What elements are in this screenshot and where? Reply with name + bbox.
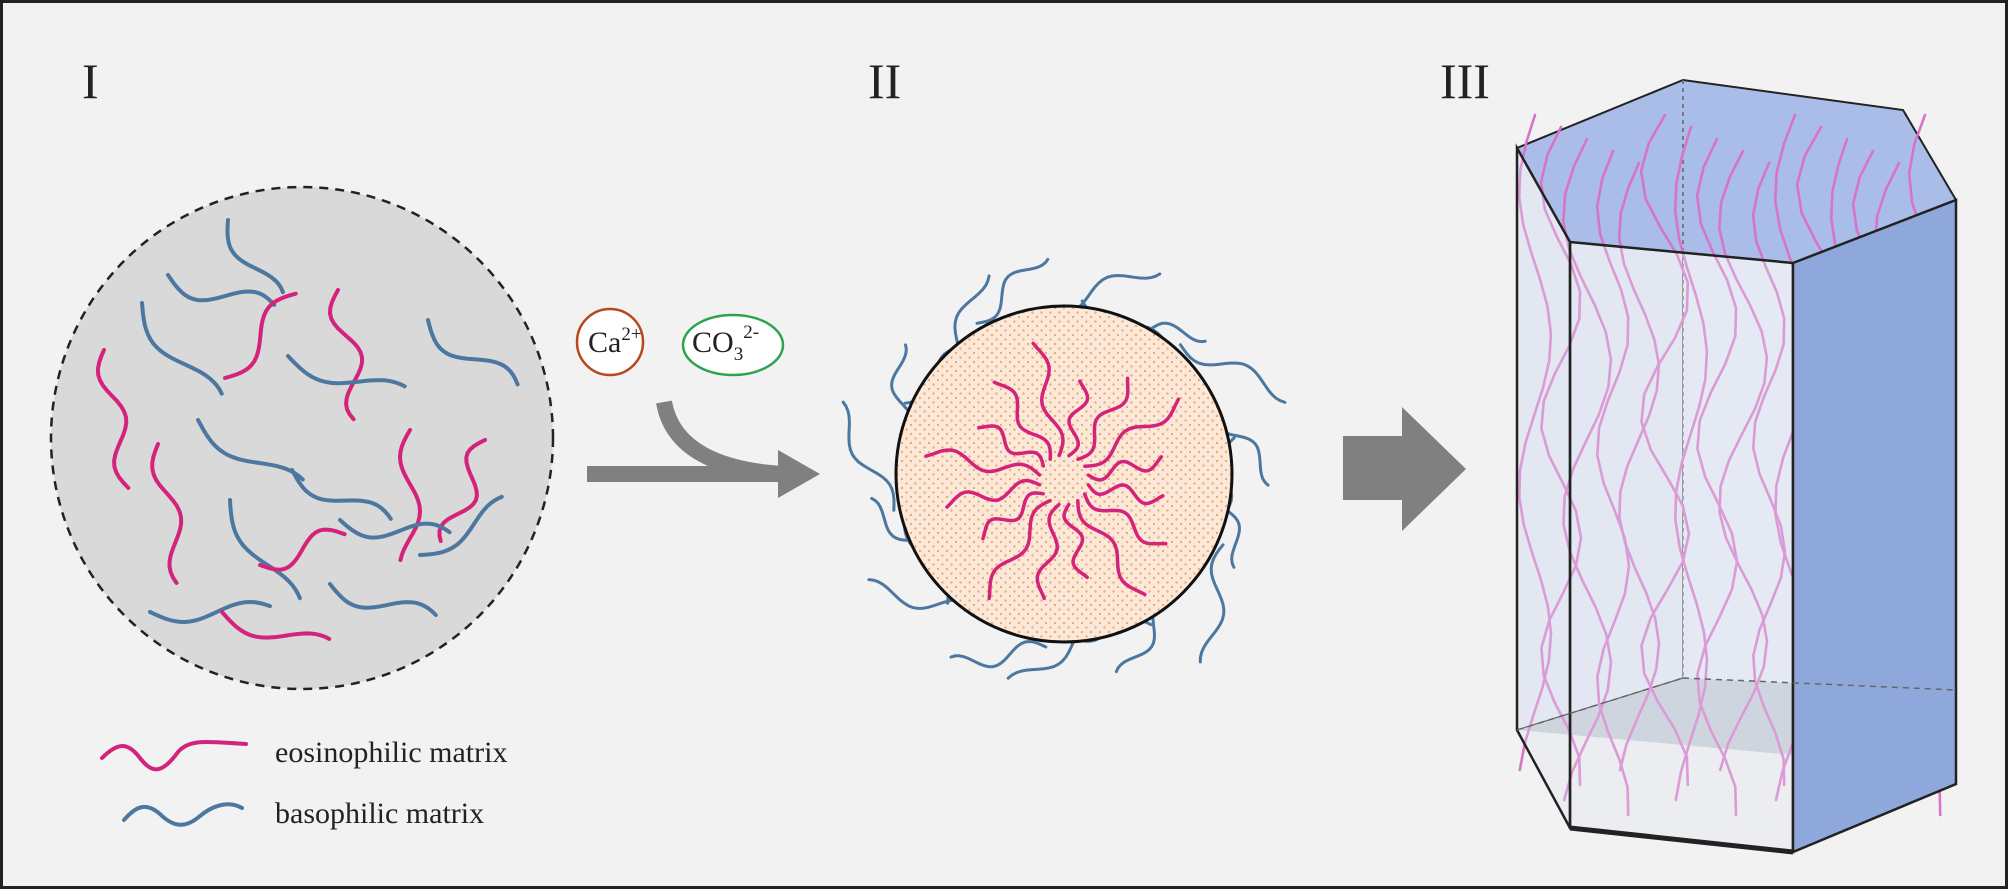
basophilic-fiber xyxy=(426,318,520,387)
crystal-fiber xyxy=(1751,161,1787,787)
stage-label-1: I xyxy=(82,53,99,109)
eosinophilic-fiber xyxy=(924,448,1042,477)
calcium-ion-label: Ca2+ xyxy=(588,324,642,359)
arrow-head xyxy=(778,450,820,498)
crystal-floor-edge xyxy=(1516,677,1684,731)
eosinophilic-fiber xyxy=(1083,397,1181,468)
stage-2-granule xyxy=(841,257,1287,680)
basophilic-fiber xyxy=(1198,543,1226,664)
eosinophilic-fiber xyxy=(987,498,1052,601)
eosinophilic-fiber xyxy=(258,527,347,572)
crystal-fiber xyxy=(1673,125,1709,802)
crystal-fiber xyxy=(1595,149,1631,817)
legend-eosinophilic-swatch xyxy=(100,739,248,772)
crystal-base-edge xyxy=(1569,825,1794,855)
stage-1-matrix-pool xyxy=(49,185,555,691)
eosinophilic-fiber xyxy=(95,348,131,490)
basophilic-fiber xyxy=(228,498,302,601)
basophilic-fiber xyxy=(286,354,407,389)
eosinophilic-fiber xyxy=(1082,492,1168,546)
legend-basophilic-swatch xyxy=(122,802,244,827)
arrow-curve-in xyxy=(656,400,783,482)
crystal-fiber xyxy=(1695,137,1739,817)
basophilic-fiber xyxy=(148,599,272,625)
eosinophilic-fiber xyxy=(1076,376,1130,462)
crystal-fiber xyxy=(1717,149,1769,772)
eosinophilic-fiber xyxy=(1086,455,1164,482)
basophilic-fiber xyxy=(975,257,1050,325)
legend-eosinophilic-label: eosinophilic matrix xyxy=(275,736,507,769)
eosinophilic-fiber xyxy=(150,442,184,585)
legend: eosinophilic matrix basophilic matrix xyxy=(100,736,507,830)
stage-label-3: III xyxy=(1440,53,1490,109)
basophilic-fiber xyxy=(196,418,305,482)
crystal-fiber xyxy=(1539,125,1583,787)
eosinophilic-fiber xyxy=(220,610,332,641)
eosinophilic-fiber xyxy=(1067,379,1090,458)
legend-basophilic-label: basophilic matrix xyxy=(275,797,484,830)
basophilic-fiber xyxy=(338,518,452,540)
calcium-ion: Ca2+ xyxy=(575,307,645,377)
stage-3-crystal xyxy=(1515,78,1958,855)
basophilic-fiber xyxy=(949,639,1048,669)
eosinophilic-fiber xyxy=(223,291,298,380)
crystal-right-face xyxy=(1791,198,1958,854)
carbonate-ion-ring xyxy=(681,313,785,377)
eosinophilic-fiber xyxy=(945,478,1042,509)
eosinophilic-fiber xyxy=(1076,499,1147,597)
stage-label-2: II xyxy=(868,53,901,109)
calcium-ion-ring xyxy=(575,307,645,377)
crystal-front-face xyxy=(1568,240,1795,854)
basophilic-fiber xyxy=(328,582,438,617)
basophilic-fiber xyxy=(290,468,393,521)
basophilic-fiber xyxy=(841,400,896,512)
basophilic-fiber xyxy=(140,301,224,396)
eosinophilic-fiber xyxy=(981,491,1045,541)
crystal-fiber xyxy=(1639,113,1691,787)
basophilic-fiber xyxy=(1178,343,1287,404)
crystal-floor-edge-2 xyxy=(1682,677,1957,691)
eosinophilic-fiber xyxy=(327,288,364,422)
eosinophilic-fiber xyxy=(1035,502,1061,601)
carbonate-ion-label: CO32- xyxy=(692,322,759,365)
eosinophilic-fiber xyxy=(1062,502,1089,580)
arrow-stage-1-to-2 xyxy=(587,400,820,498)
eosinophilic-fiber xyxy=(397,428,423,562)
basophilic-fiber xyxy=(418,494,504,557)
eosinophilic-fiber xyxy=(977,424,1046,468)
crystal-fiber xyxy=(1517,113,1553,772)
eosinophilic-fiber xyxy=(1031,341,1065,458)
basophilic-fiber xyxy=(225,218,285,295)
basophilic-fiber xyxy=(166,273,277,307)
matrix-pool-circle xyxy=(49,185,555,691)
eosinophilic-fiber xyxy=(992,380,1053,461)
arrow-stage-2-to-3 xyxy=(1343,407,1466,531)
mineral-core xyxy=(894,304,1234,644)
eosinophilic-fiber xyxy=(437,438,487,543)
carbonate-ion: CO32- xyxy=(681,313,785,377)
crystal-fiber xyxy=(1617,161,1661,772)
crystal-left-face xyxy=(1515,143,1572,829)
eosinophilic-fiber xyxy=(1086,483,1165,506)
